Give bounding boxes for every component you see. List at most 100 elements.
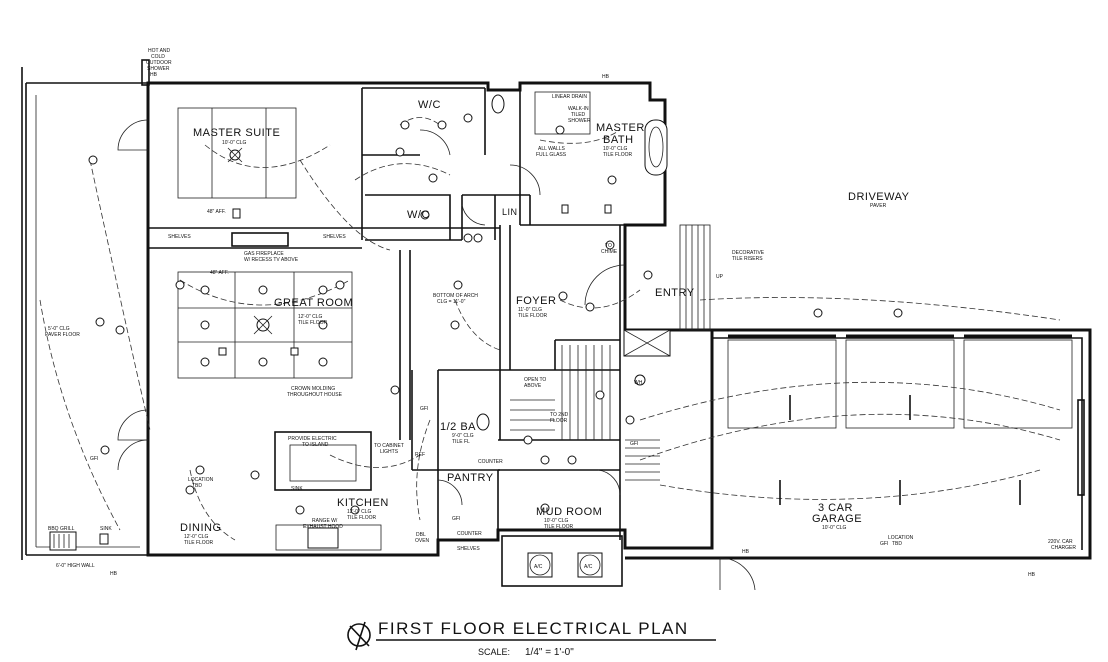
plan-scale-label: SCALE: [478,647,510,657]
light-fixtures [88,113,1021,545]
svg-text:LOCATION: LOCATION [888,535,914,541]
svg-text:SHELVES: SHELVES [168,234,191,240]
room-mud-room: MUD ROOM [536,506,602,518]
doors [117,119,756,591]
svg-text:CLG = 11'-0": CLG = 11'-0" [437,299,466,305]
svg-text:PAVER FLOOR: PAVER FLOOR [45,332,80,338]
room-master-suite-ceiling: 10'-0" CLG [222,140,247,146]
svg-text:ALL WALLS: ALL WALLS [538,146,566,152]
svg-text:SHELVES: SHELVES [457,546,480,552]
svg-text:OUTDOOR: OUTDOOR [146,60,172,66]
room-mud-room-floor: TILE FLOOR [544,524,574,530]
svg-text:DECORATIVE: DECORATIVE [732,250,765,256]
room-driveway-surface: PAVER [870,203,887,209]
svg-text:EXHAUST HOOD: EXHAUST HOOD [303,524,343,530]
svg-text:COLD: COLD [151,54,165,60]
room-dining-ceiling: 12'-0" CLG [184,534,209,540]
svg-text:BOTTOM OF ARCH: BOTTOM OF ARCH [433,293,478,299]
svg-text:TBD: TBD [192,483,202,489]
svg-text:LIGHTS: LIGHTS [380,449,399,455]
svg-text:220V. CAR: 220V. CAR [1048,539,1073,545]
room-mud-room-ceiling: 10'-0" CLG [544,518,569,524]
room-master-bath-ceiling: 10'-0" CLG [603,146,628,152]
svg-text:HB: HB [110,571,118,577]
svg-text:GFI: GFI [90,456,98,462]
north-arrow-icon [347,621,371,651]
room-kitchen-floor: TILE FLOOR [347,515,377,521]
svg-text:TILED: TILED [571,112,586,118]
room-great-room-ceiling: 12'-0" CLG [298,314,323,320]
svg-text:SHOWER: SHOWER [147,66,170,72]
room-entry: ENTRY [655,287,695,299]
svg-text:5'-0" CLG: 5'-0" CLG [48,326,70,332]
room-linen: LIN [502,207,518,217]
svg-text:COUNTER: COUNTER [457,531,482,537]
room-foyer-ceiling: 11'-0" CLG [518,307,542,313]
plan-notes: HOT AND COLD OUTDOOR SHOWER HB HB HB HB … [45,48,1076,578]
room-master-bath-1: MASTER [596,122,645,134]
svg-text:CHARGER: CHARGER [1051,545,1076,551]
svg-text:WH: WH [634,380,643,386]
svg-text:LOCATION: LOCATION [188,477,214,483]
room-garage-1: 3 CAR [818,502,853,514]
svg-text:GAS FIREPLACE: GAS FIREPLACE [244,251,284,257]
ceiling-fan-icon [227,147,243,163]
svg-text:UP: UP [716,274,724,280]
wiring-runs [39,117,1061,541]
svg-text:GFI: GFI [420,406,428,412]
room-wic-top: W/C [418,99,441,111]
room-garage-ceiling: 10'-0" CLG [822,525,847,531]
svg-text:COUNTER: COUNTER [478,459,503,465]
svg-text:HB: HB [1028,572,1036,578]
svg-text:GFI: GFI [630,441,638,447]
svg-text:THROUGHOUT HOUSE: THROUGHOUT HOUSE [287,392,343,398]
room-half-bath-floor: TILE FL [452,439,470,445]
room-kitchen: KITCHEN [337,497,389,509]
svg-text:HOT AND: HOT AND [148,48,171,54]
room-dining: DINING [180,522,222,534]
svg-text:A/C: A/C [534,564,543,570]
room-dining-floor: TILE FLOOR [184,540,214,546]
svg-text:PROVIDE ELECTRIC: PROVIDE ELECTRIC [288,436,337,442]
room-master-bath-floor: TILE FLOOR [603,152,633,158]
room-half-bath-ceiling: 9'-0" CLG [452,433,474,439]
svg-text:GFI: GFI [880,541,888,547]
room-labels: MASTER SUITE 10'-0" CLG MASTER BATH 10'-… [180,99,910,546]
room-foyer-floor: TILE FLOOR [518,313,548,319]
interior-walls [49,87,671,551]
svg-text:A/C: A/C [584,564,593,570]
svg-text:TO CABINET: TO CABINET [374,443,404,449]
svg-text:TO ISLAND: TO ISLAND [302,442,329,448]
room-master-suite: MASTER SUITE [193,127,280,139]
svg-text:ABOVE: ABOVE [524,383,542,389]
room-kitchen-ceiling: 12'-0" CLG [347,509,372,515]
svg-text:SHELVES: SHELVES [323,234,346,240]
plan-title: FIRST FLOOR ELECTRICAL PLAN [378,619,689,638]
room-half-bath: 1/2 BA [440,421,476,433]
svg-text:6'-0" HIGH WALL: 6'-0" HIGH WALL [56,563,95,569]
svg-text:FULL GLASS: FULL GLASS [536,152,567,158]
svg-text:48" AFF.: 48" AFF. [207,209,226,215]
room-foyer: FOYER [516,295,556,307]
svg-text:TO 2ND: TO 2ND [550,412,569,418]
svg-text:SINK: SINK [291,486,303,492]
room-great-room: GREAT ROOM [274,297,353,309]
room-driveway: DRIVEWAY [848,191,910,203]
svg-text:CROWN MOLDING: CROWN MOLDING [291,386,335,392]
room-garage-2: GARAGE [812,513,862,525]
svg-text:OVEN: OVEN [415,538,430,544]
plan-scale-value: 1/4" = 1'-0" [525,647,574,658]
svg-text:BBQ GRILL: BBQ GRILL [48,526,75,532]
svg-text:FLOOR: FLOOR [550,418,568,424]
svg-text:TILE RISERS: TILE RISERS [732,256,763,262]
title-block: FIRST FLOOR ELECTRICAL PLAN SCALE: 1/4" … [347,619,716,658]
svg-text:GFI: GFI [452,516,460,522]
svg-text:W/ RECESS TV ABOVE: W/ RECESS TV ABOVE [244,257,299,263]
svg-text:REF: REF [415,452,425,458]
ceiling-fan-icon [253,315,273,335]
room-great-room-floor: TILE FLOOR [298,320,328,326]
svg-text:HB: HB [742,549,750,555]
svg-text:HB: HB [150,72,158,78]
svg-text:SINK: SINK [100,526,112,532]
